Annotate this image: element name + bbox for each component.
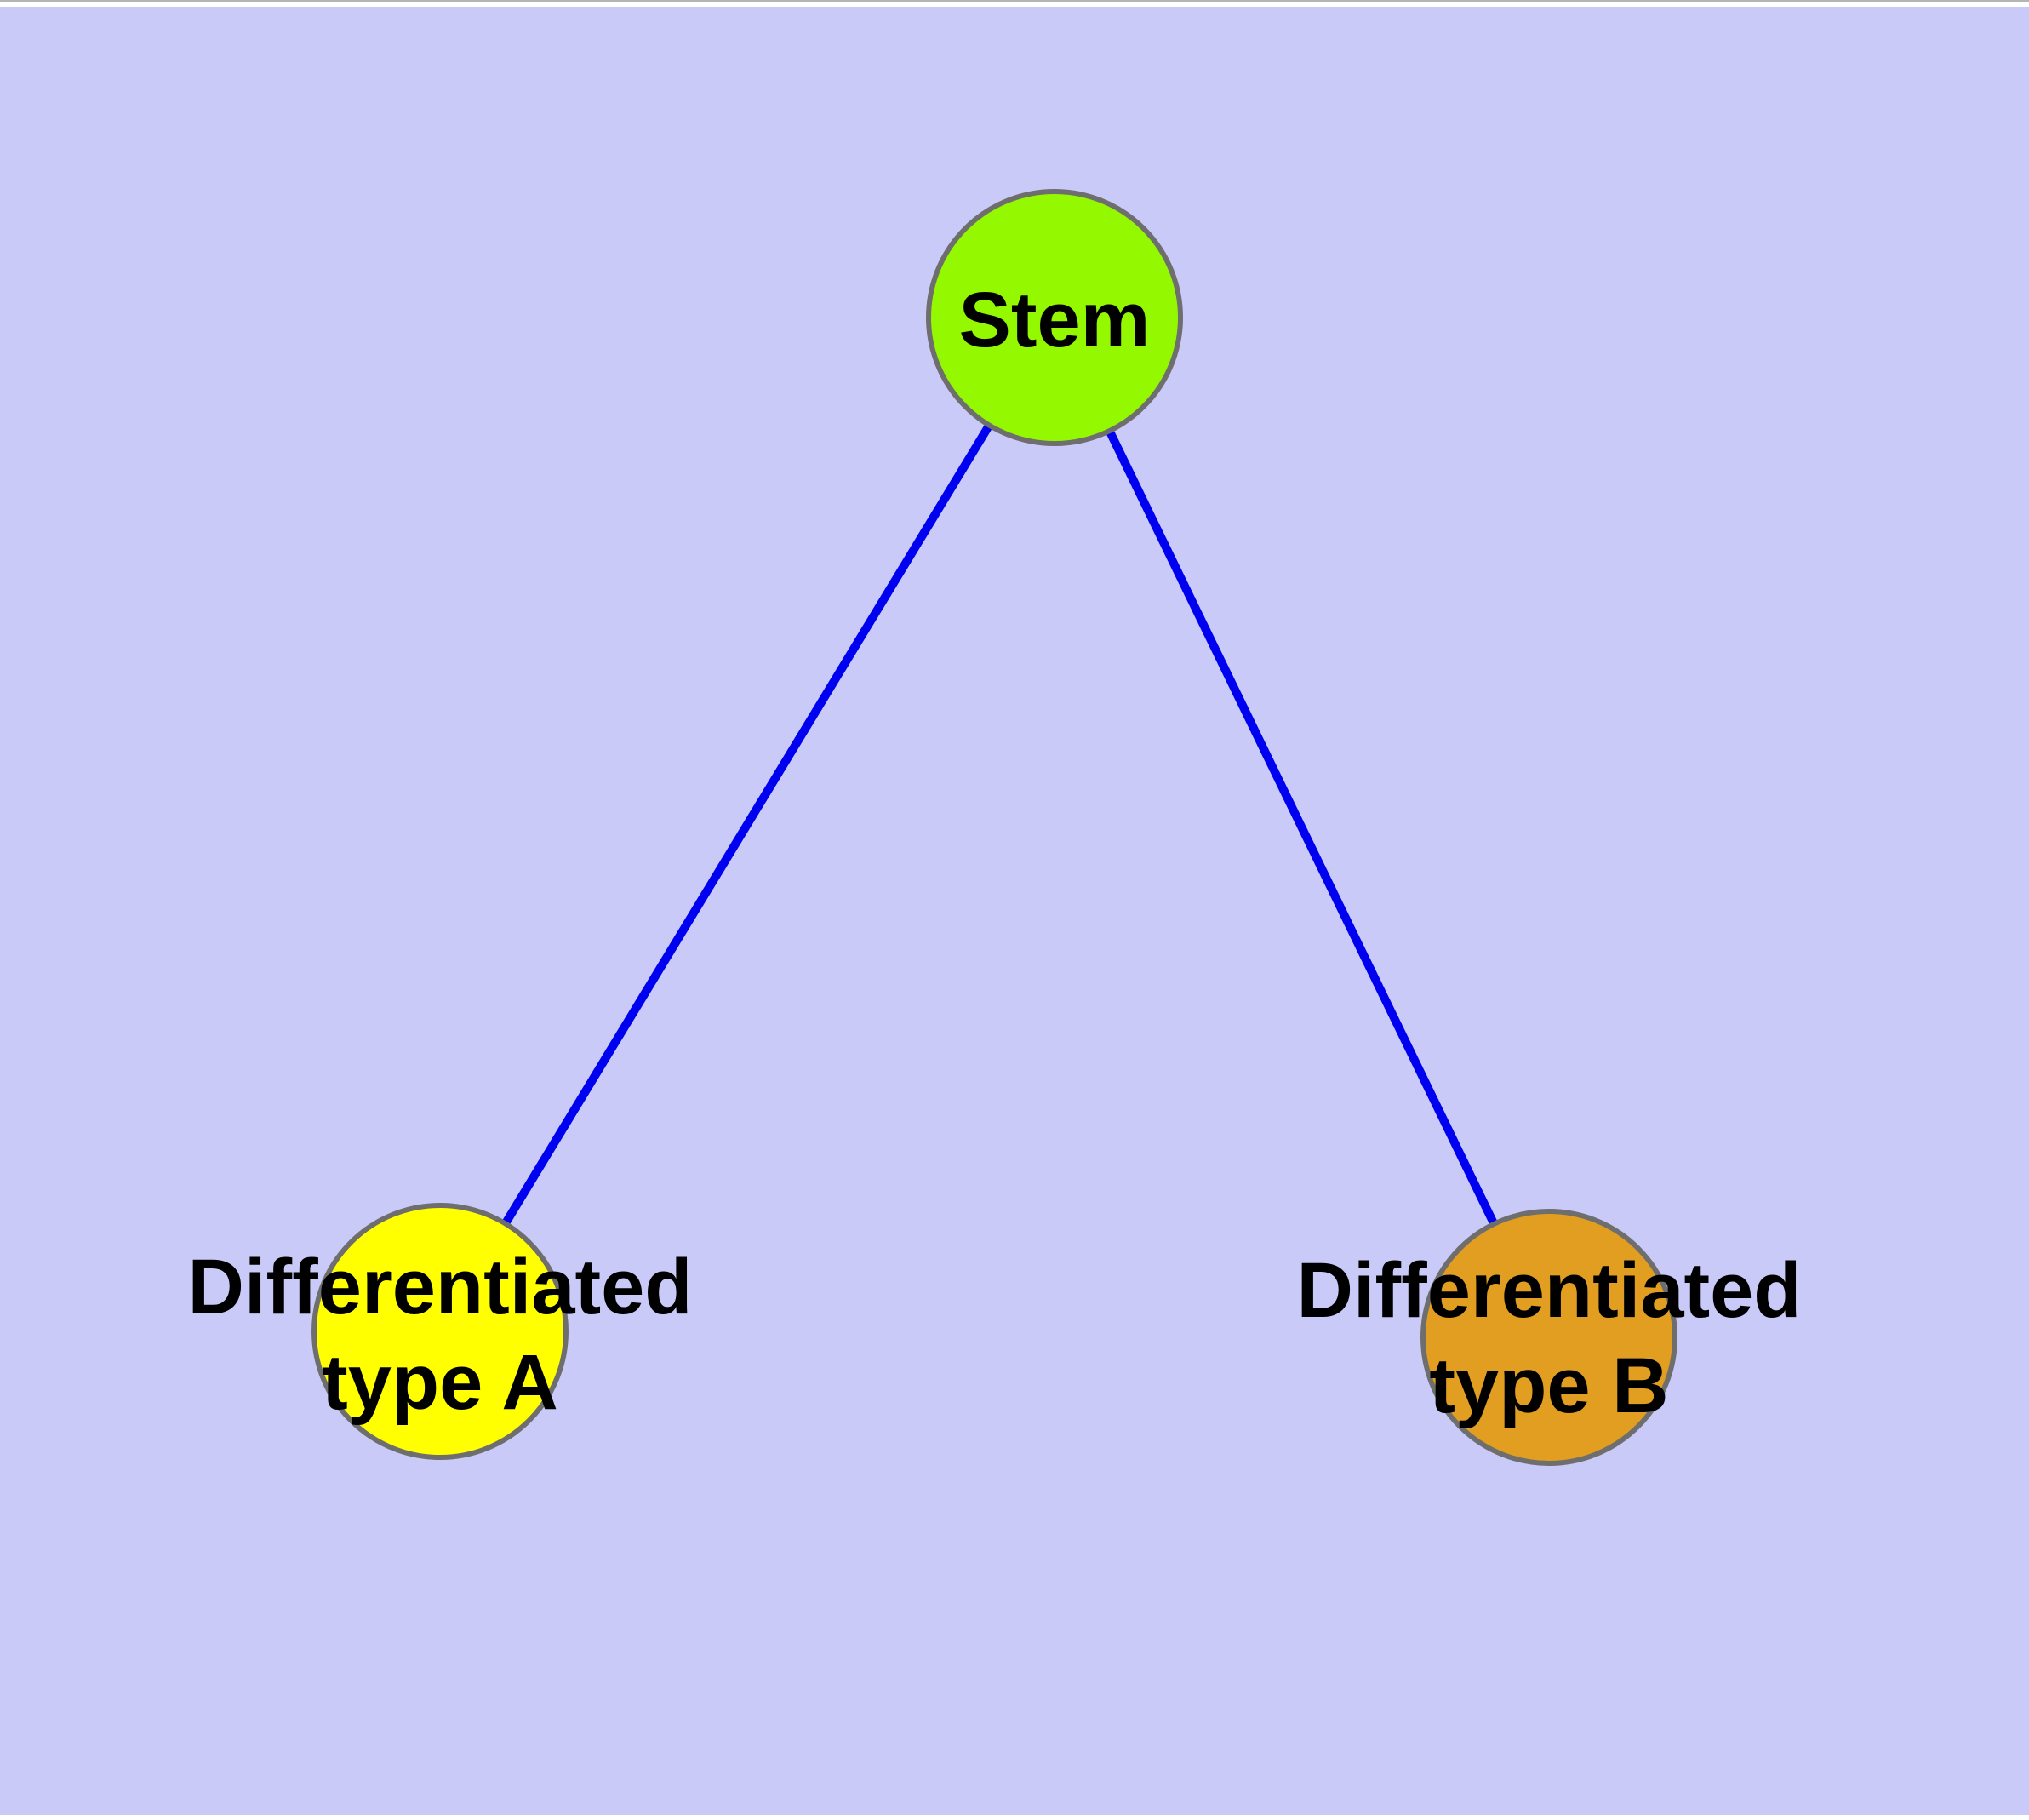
stem-node-label: Stem [958,277,1151,363]
type-a-label-line2: type A [322,1339,558,1426]
type-a-node-label: Differentiated type A [188,1239,693,1430]
type-a-label-line1: Differentiated [187,1244,693,1331]
edge-stem-to-type-b [1050,315,1553,1340]
type-a-node-circle [311,1203,569,1460]
type-b-node-circle [1420,1209,1677,1466]
stem-node-circle [926,189,1183,446]
type-b-label-line2: type B [1429,1342,1669,1429]
top-divider [0,0,2029,2]
type-b-node-label: Differentiated type B [1297,1243,1802,1434]
edge-stem-to-type-a [436,315,1059,1334]
type-b-label-line1: Differentiated [1296,1247,1802,1334]
